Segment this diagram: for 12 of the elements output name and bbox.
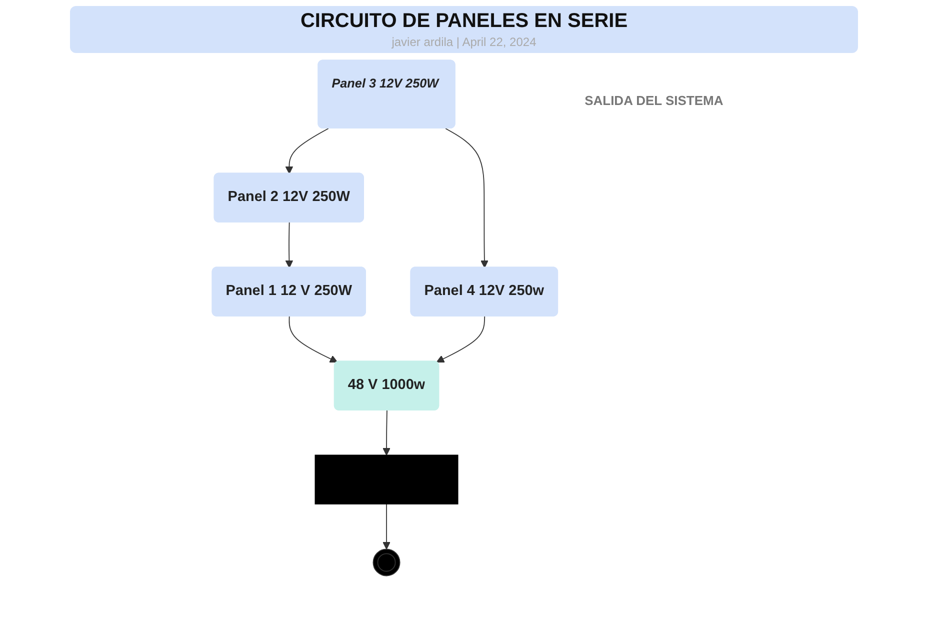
arrow: [288, 316, 338, 363]
arrow: [436, 316, 485, 362]
arrow: [382, 504, 390, 550]
arrow: [284, 222, 293, 268]
node-bar: [314, 454, 458, 504]
arrow: [284, 128, 329, 174]
title: CIRCUITO DE PANELES EN SERIE: [300, 10, 628, 33]
output-label: SALIDA DEL SISTEMA: [584, 93, 724, 108]
caption: javier ardila | April 22, 2024: [392, 35, 536, 49]
node-circle: [372, 548, 400, 576]
arrow: [444, 128, 488, 268]
arrow: [382, 410, 390, 456]
